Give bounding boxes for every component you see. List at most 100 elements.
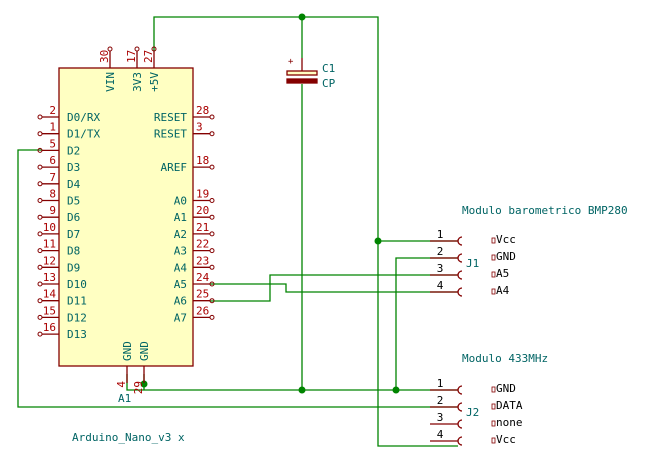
pin-number: 2 — [49, 104, 56, 117]
pin-label: RESET — [154, 111, 187, 124]
pin-end — [37, 131, 43, 137]
pin-end — [37, 314, 43, 320]
pin-number: 2 — [437, 394, 444, 407]
wire-a4 — [210, 283, 458, 293]
pin-label: D4 — [67, 178, 81, 191]
pin-label: D12 — [67, 311, 87, 324]
pin-end — [37, 281, 43, 287]
pin-number: 2 — [437, 245, 444, 258]
pin-end — [37, 181, 43, 187]
socket-icon — [457, 270, 463, 280]
pin-end — [209, 298, 215, 304]
socket-icon — [457, 287, 463, 297]
pin-number: 16 — [43, 321, 56, 334]
wire-gnd-bottom — [126, 374, 458, 391]
pin-number: 21 — [196, 221, 209, 234]
arduino-right-pins: 28RESET3RESET18AREF19A020A121A222A323A42… — [154, 104, 215, 324]
pin-label: D9 — [67, 261, 80, 274]
pin-marker — [491, 420, 496, 427]
pin-end — [134, 46, 140, 52]
pin-label: A2 — [174, 228, 187, 241]
pin-end — [37, 231, 43, 237]
arduino-ref: A1 — [118, 392, 131, 405]
socket-icon — [457, 236, 463, 246]
pin-label: A3 — [174, 245, 187, 258]
pin-marker — [491, 386, 496, 393]
pin-label: D3 — [67, 161, 80, 174]
capacitor-c1[interactable]: + C1 CP — [286, 57, 336, 90]
pin-label: D0/RX — [67, 111, 100, 124]
pin-label: D5 — [67, 195, 80, 208]
pin-end — [37, 214, 43, 220]
junction-dot — [140, 380, 148, 388]
pin-end — [209, 248, 215, 254]
pin-label: A4 — [496, 284, 510, 297]
pin-marker — [491, 288, 496, 295]
pin-marker — [491, 237, 496, 244]
pin-number: 1 — [437, 228, 444, 241]
junctions — [140, 13, 400, 394]
capacitor-plate-negative — [286, 78, 318, 84]
junction-dot — [374, 237, 382, 245]
pin-label: A1 — [174, 211, 187, 224]
pin-label: none — [496, 416, 523, 429]
junction-dot — [298, 386, 306, 394]
pin-number: 5 — [49, 137, 56, 150]
pin-number: 30 — [98, 50, 111, 63]
pin-marker — [491, 437, 496, 444]
junction-dot — [298, 13, 306, 21]
j2-title: Modulo 433MHz — [462, 352, 548, 365]
pin-marker — [491, 254, 496, 261]
pin-label: Vcc — [496, 433, 516, 446]
pin-number: 27 — [142, 50, 155, 63]
pin-label: +5V — [148, 72, 161, 92]
pin-number: 20 — [196, 204, 209, 217]
pin-number: 11 — [43, 238, 56, 251]
pin-end — [37, 114, 43, 120]
pin-end — [209, 314, 215, 320]
pin-end — [209, 231, 215, 237]
pin-end — [209, 164, 215, 170]
pin-label: Vcc — [496, 233, 516, 246]
pin-number: 13 — [43, 271, 56, 284]
pin-number: 3 — [437, 411, 444, 424]
pin-label: GND — [496, 250, 516, 263]
pin-end — [209, 281, 215, 287]
pin-number: 3 — [437, 262, 444, 275]
pin-end — [37, 264, 43, 270]
pin-label: 3V3 — [131, 72, 144, 92]
wire-d2-data — [17, 149, 458, 408]
pin-end — [151, 46, 157, 52]
pin-end — [209, 198, 215, 203]
pin-label: D13 — [67, 328, 87, 341]
pin-number: 6 — [49, 154, 56, 167]
pin-label: A5 — [496, 267, 509, 280]
pin-end — [37, 147, 43, 153]
pin-label: D2 — [67, 144, 80, 157]
wire-j1-gnd — [395, 257, 458, 390]
pin-label: D8 — [67, 245, 80, 258]
pin-label: D10 — [67, 278, 87, 291]
pin-label: A0 — [174, 195, 187, 208]
pin-number: 10 — [43, 221, 56, 234]
pin-number: 24 — [196, 271, 210, 284]
pin-marker — [491, 403, 496, 410]
pin-number: 15 — [43, 304, 56, 317]
pin-number: 4 — [115, 381, 128, 388]
socket-icon — [457, 419, 463, 429]
wire-5v-rail — [153, 16, 458, 447]
arduino-left-pins: 2D0/RX1D1/TX5D26D37D48D59D610D711D812D91… — [37, 104, 100, 341]
socket-icon — [457, 402, 463, 412]
j2-ref: J2 — [466, 406, 479, 419]
pin-end — [37, 298, 43, 304]
arduino-nano[interactable]: 2D0/RX1D1/TX5D26D37D48D59D610D711D812D91… — [37, 46, 215, 444]
pin-end — [209, 214, 215, 220]
j1-title: Modulo barometrico BMP280 — [462, 204, 628, 217]
pin-number: 23 — [196, 254, 209, 267]
pin-number: 9 — [49, 204, 56, 217]
capacitor-plate-positive — [286, 70, 318, 76]
pin-number: 8 — [49, 188, 56, 201]
pin-end — [37, 248, 43, 254]
